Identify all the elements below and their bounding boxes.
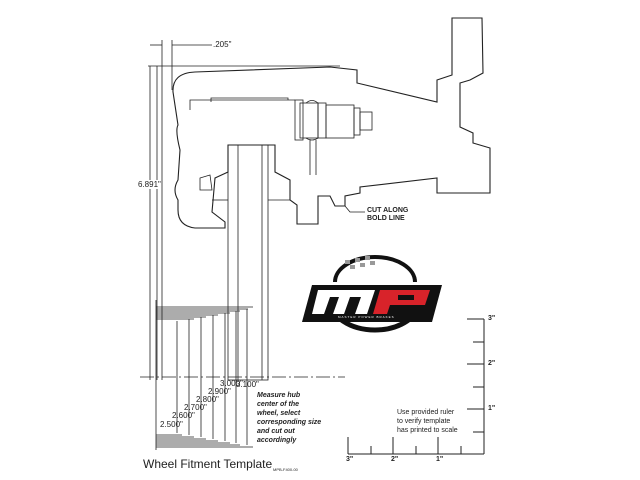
logo-tagline: MASTER POWER BRAKES	[338, 315, 395, 319]
hub-size-label: 3.100"	[236, 380, 259, 389]
ruler-label-vertical: 1"	[488, 405, 496, 412]
rotor	[227, 144, 269, 381]
ruler-label-vertical: 3"	[488, 315, 496, 322]
hub-size-arrows	[176, 309, 248, 445]
ruler-note: Use provided ruler to verify template ha…	[397, 409, 458, 434]
hub-size-label: 2.700"	[184, 403, 207, 412]
hub-size-label: 2.500"	[160, 420, 183, 429]
ruler-label-horizontal: 2"	[391, 456, 399, 463]
part-number: MPB-F400-00	[273, 467, 298, 472]
hub-size-label: 2.800"	[196, 395, 219, 404]
ruler	[347, 318, 485, 455]
offset-dimension-label: .205"	[213, 40, 232, 49]
ruler-label-vertical: 2"	[488, 360, 496, 367]
hub-steps	[155, 300, 253, 450]
measure-note: Measure hub center of the wheel, select …	[257, 392, 322, 444]
mp-logo	[302, 255, 442, 333]
ruler-label-horizontal: 3"	[346, 456, 354, 463]
cut-note: CUT ALONG BOLD LINE	[367, 207, 409, 222]
ruler-label-horizontal: 1"	[436, 456, 444, 463]
hub-size-label: 3.000"	[220, 379, 243, 388]
hub-size-label: 2.600"	[172, 411, 195, 420]
caliper-outline	[172, 17, 491, 229]
template-title: Wheel Fitment Template	[143, 457, 273, 471]
hub-size-label: 2.900"	[208, 387, 231, 396]
height-dimension-label: 6.891"	[138, 180, 161, 189]
